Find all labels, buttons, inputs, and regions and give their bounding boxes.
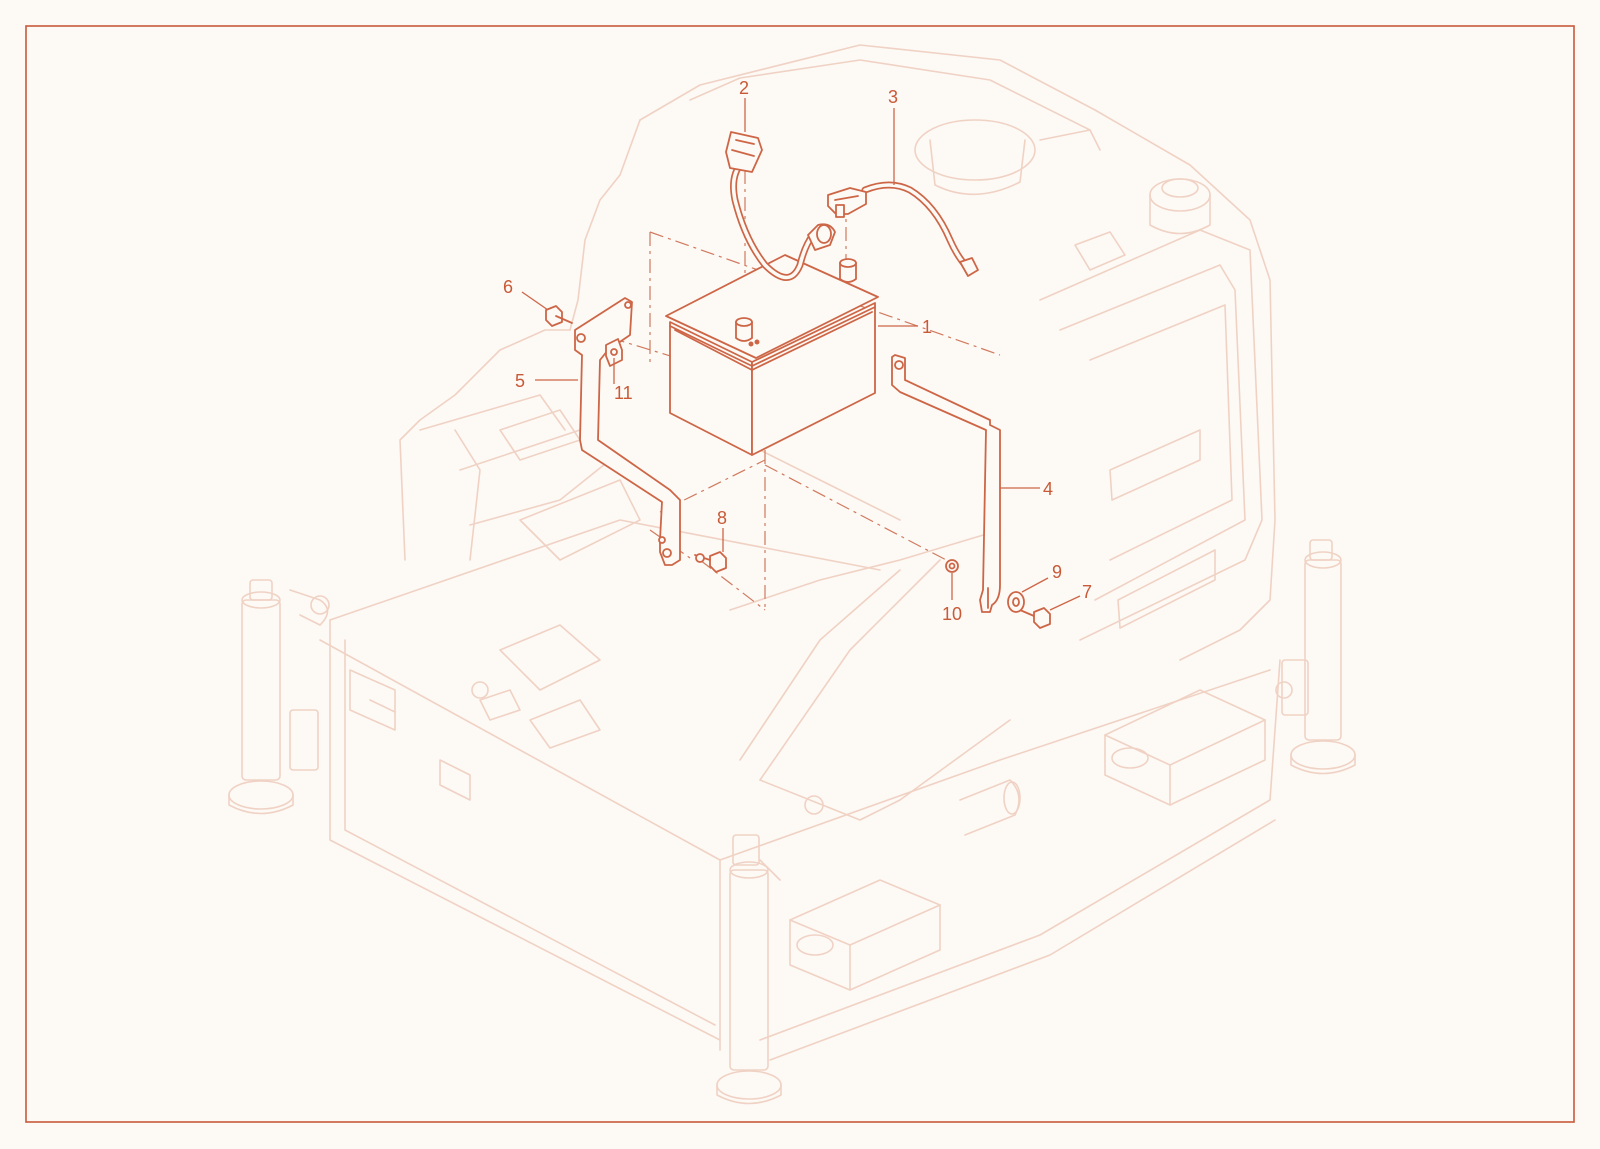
washer-part-9[interactable]: [1007, 591, 1025, 613]
clip-nut-part-11[interactable]: [605, 338, 623, 367]
bolt-part-8[interactable]: [694, 551, 727, 573]
left-hold-down-bracket[interactable]: [574, 297, 681, 566]
battery-terminal-negative: [735, 321, 753, 342]
callout-2[interactable]: 2: [739, 78, 749, 98]
right-hold-down-bracket[interactable]: [891, 354, 1001, 613]
cable-2-terminal-boot: [725, 131, 763, 173]
callout-6[interactable]: 6: [503, 277, 513, 297]
callout-11[interactable]: 11: [614, 383, 633, 403]
machine-outline-ghost: [319, 44, 1281, 1061]
callout-3[interactable]: 3: [888, 87, 898, 107]
bolt-part-6[interactable]: [545, 305, 573, 327]
callout-10[interactable]: 10: [942, 604, 962, 624]
callout-5[interactable]: 5: [515, 371, 525, 391]
caster-legs-ghost: [228, 539, 1356, 1105]
battery-side-face: [751, 302, 876, 456]
nut-part-10[interactable]: [945, 559, 959, 573]
leader-line-9: [1021, 577, 1049, 593]
callout-7[interactable]: 7: [1082, 582, 1092, 602]
diagram-frame: [25, 25, 1575, 1123]
cable-3-lug: [959, 257, 979, 277]
positive-battery-cable[interactable]: [725, 131, 836, 281]
bolt-part-7[interactable]: [1019, 607, 1051, 629]
battery[interactable]: [665, 254, 879, 456]
callout-labels: 1 2 3 4 5 6 7 8 9 10 11: [503, 78, 1092, 624]
leader-line-6: [521, 291, 549, 311]
callout-1[interactable]: 1: [922, 317, 932, 337]
cable-3-clamp: [827, 187, 867, 215]
callout-4[interactable]: 4: [1043, 479, 1053, 499]
callout-8[interactable]: 8: [717, 508, 727, 528]
battery-terminal-positive: [839, 262, 857, 283]
leader-line-7: [1049, 595, 1081, 611]
callout-9[interactable]: 9: [1052, 562, 1062, 582]
negative-battery-cable[interactable]: [827, 181, 979, 277]
battery-lid: [665, 254, 879, 359]
